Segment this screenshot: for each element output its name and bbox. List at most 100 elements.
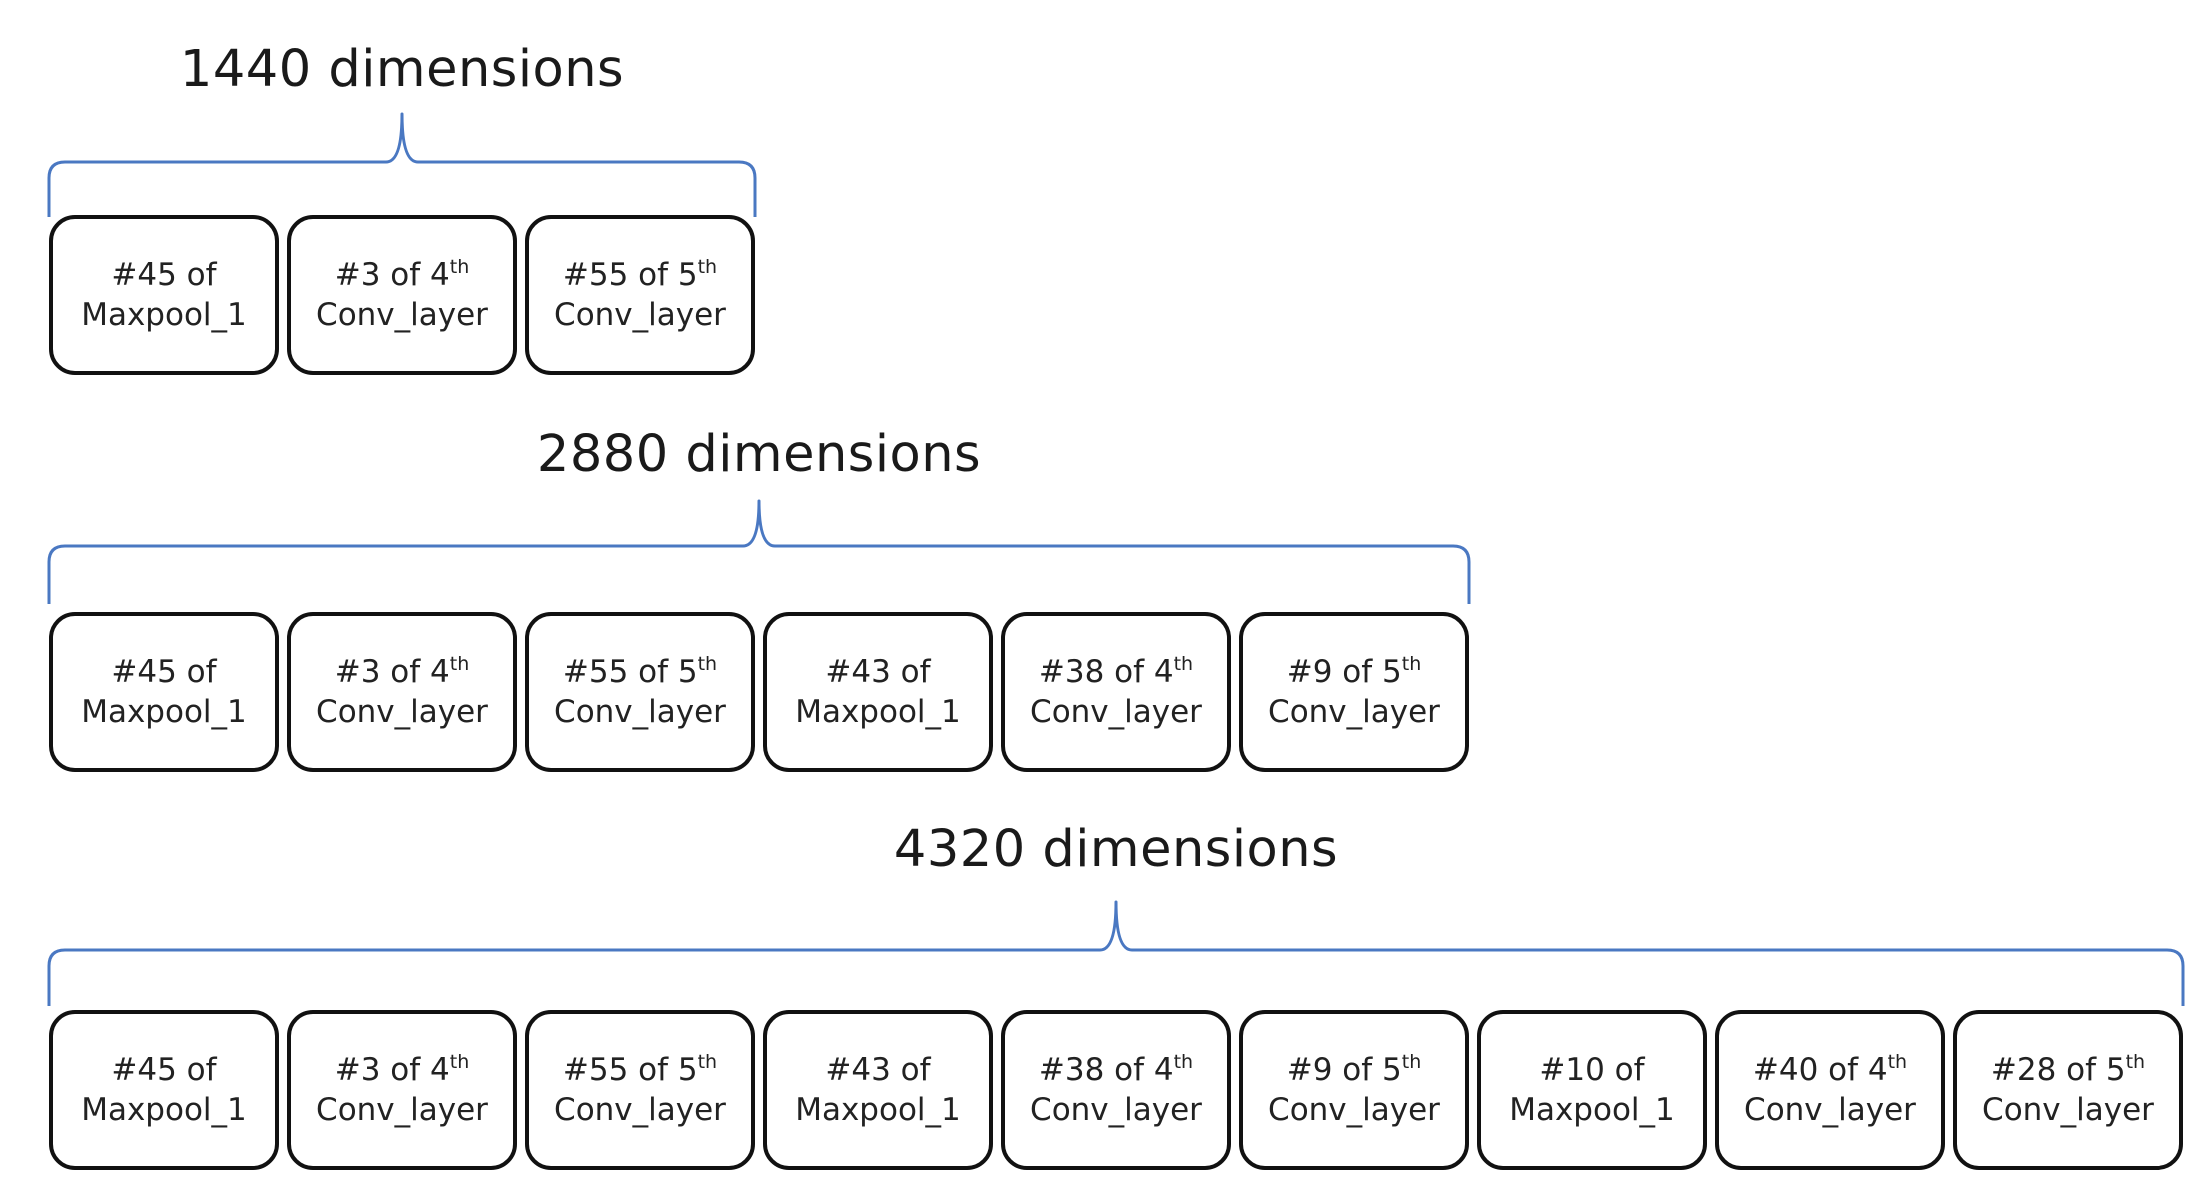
- feature-index-line: #55 of 5th: [554, 255, 726, 295]
- feature-box-label: #45 of Maxpool_1: [81, 1050, 247, 1130]
- ordinal-suffix: th: [697, 653, 718, 675]
- feature-box-label: #43 of Maxpool_1: [795, 652, 961, 732]
- feature-index-line: #45 of: [81, 255, 247, 295]
- ordinal-suffix: th: [697, 256, 718, 278]
- ordinal-suffix: th: [449, 653, 470, 675]
- feature-index-text: #38 of 4: [1038, 654, 1174, 690]
- feature-box: #43 of Maxpool_1: [763, 612, 993, 772]
- feature-index-text: #55 of 5: [562, 1052, 698, 1088]
- ordinal-suffix: th: [1887, 1051, 1908, 1073]
- layer-name-text: Maxpool_1: [795, 694, 961, 730]
- layer-name-text: Conv_layer: [554, 297, 726, 333]
- feature-index-text: #38 of 4: [1038, 1052, 1174, 1088]
- ordinal-suffix: th: [1173, 1051, 1194, 1073]
- ordinal-suffix: th: [1401, 653, 1422, 675]
- layer-name-text: Conv_layer: [554, 1092, 726, 1128]
- feature-box-label: #45 of Maxpool_1: [81, 255, 247, 335]
- feature-index-line: #45 of: [81, 652, 247, 692]
- feature-index-text: #3 of 4: [334, 257, 450, 293]
- feature-index-line: #55 of 5th: [554, 652, 726, 692]
- feature-index-text: #45 of: [111, 257, 217, 293]
- feature-index-line: #45 of: [81, 1050, 247, 1090]
- feature-index-text: #55 of 5: [562, 654, 698, 690]
- feature-index-text: #45 of: [111, 1052, 217, 1088]
- layer-name-text: Conv_layer: [316, 694, 488, 730]
- layer-name-text: Maxpool_1: [81, 1092, 247, 1128]
- feature-index-text: #43 of: [825, 654, 931, 690]
- group-title: 1440 dimensions: [179, 40, 625, 99]
- feature-box: #45 of Maxpool_1: [49, 215, 279, 375]
- layer-name-text: Conv_layer: [1268, 694, 1440, 730]
- group-brace: [47, 499, 1471, 604]
- feature-index-line: #3 of 4th: [316, 652, 488, 692]
- layer-name-text: Maxpool_1: [1509, 1092, 1675, 1128]
- feature-index-line: #43 of: [795, 652, 961, 692]
- layer-name-text: Conv_layer: [316, 297, 488, 333]
- ordinal-suffix: th: [1173, 653, 1194, 675]
- feature-index-text: #3 of 4: [334, 654, 450, 690]
- feature-index-text: #55 of 5: [562, 257, 698, 293]
- feature-box: #45 of Maxpool_1: [49, 1010, 279, 1170]
- group-brace: [47, 112, 757, 217]
- feature-index-text: #40 of 4: [1752, 1052, 1888, 1088]
- feature-index-text: #10 of: [1539, 1052, 1645, 1088]
- layer-name-text: Maxpool_1: [81, 297, 247, 333]
- feature-index-text: #9 of 5: [1286, 654, 1402, 690]
- feature-index-line: #38 of 4th: [1030, 652, 1202, 692]
- feature-index-line: #9 of 5th: [1268, 652, 1440, 692]
- feature-index-line: #3 of 4th: [316, 255, 488, 295]
- feature-index-text: #43 of: [825, 1052, 931, 1088]
- feature-box-label: #45 of Maxpool_1: [81, 652, 247, 732]
- feature-index-line: #10 of: [1509, 1050, 1675, 1090]
- layer-name-text: Conv_layer: [1030, 694, 1202, 730]
- layer-name-text: Conv_layer: [1268, 1092, 1440, 1128]
- ordinal-suffix: th: [1401, 1051, 1422, 1073]
- feature-box-label: #43 of Maxpool_1: [795, 1050, 961, 1130]
- ordinal-suffix: th: [449, 256, 470, 278]
- feature-index-line: #28 of 5th: [1982, 1050, 2154, 1090]
- layer-name-text: Conv_layer: [316, 1092, 488, 1128]
- layer-name-text: Conv_layer: [1744, 1092, 1916, 1128]
- ordinal-suffix: th: [2125, 1051, 2146, 1073]
- layer-name-text: Maxpool_1: [81, 694, 247, 730]
- feature-index-text: #45 of: [111, 654, 217, 690]
- layer-name-text: Conv_layer: [1982, 1092, 2154, 1128]
- group-brace: [47, 900, 2185, 1006]
- feature-index-line: #3 of 4th: [316, 1050, 488, 1090]
- group-title: 4320 dimensions: [893, 820, 1339, 879]
- feature-index-text: #3 of 4: [334, 1052, 450, 1088]
- feature-box-label: #10 of Maxpool_1: [1509, 1050, 1675, 1130]
- layer-name-text: Maxpool_1: [795, 1092, 961, 1128]
- feature-box: #45 of Maxpool_1: [49, 612, 279, 772]
- ordinal-suffix: th: [449, 1051, 470, 1073]
- feature-index-text: #9 of 5: [1286, 1052, 1402, 1088]
- feature-index-line: #43 of: [795, 1050, 961, 1090]
- feature-index-text: #28 of 5: [1990, 1052, 2126, 1088]
- feature-index-line: #55 of 5th: [554, 1050, 726, 1090]
- group-title: 2880 dimensions: [536, 425, 982, 484]
